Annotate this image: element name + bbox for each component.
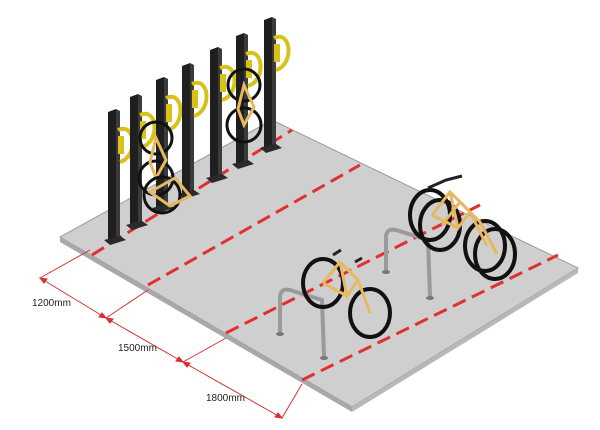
dimension-label-1500: 1500mm <box>118 343 157 354</box>
vertical-bike-rack <box>102 15 291 247</box>
dimension-label-1200: 1200mm <box>32 298 71 309</box>
dimension-lines <box>38 249 303 419</box>
dimension-label-1800: 1800mm <box>206 393 245 404</box>
sheffield-stands <box>276 227 434 360</box>
stand-2 <box>384 227 432 298</box>
lane-line-4 <box>301 253 559 382</box>
bikes-at-rear-stand <box>408 174 517 281</box>
bike-at-stand <box>301 248 392 339</box>
stand-1 <box>278 287 326 358</box>
lane-line-3 <box>225 203 481 335</box>
hanging-bike-front-wheel <box>142 175 182 215</box>
